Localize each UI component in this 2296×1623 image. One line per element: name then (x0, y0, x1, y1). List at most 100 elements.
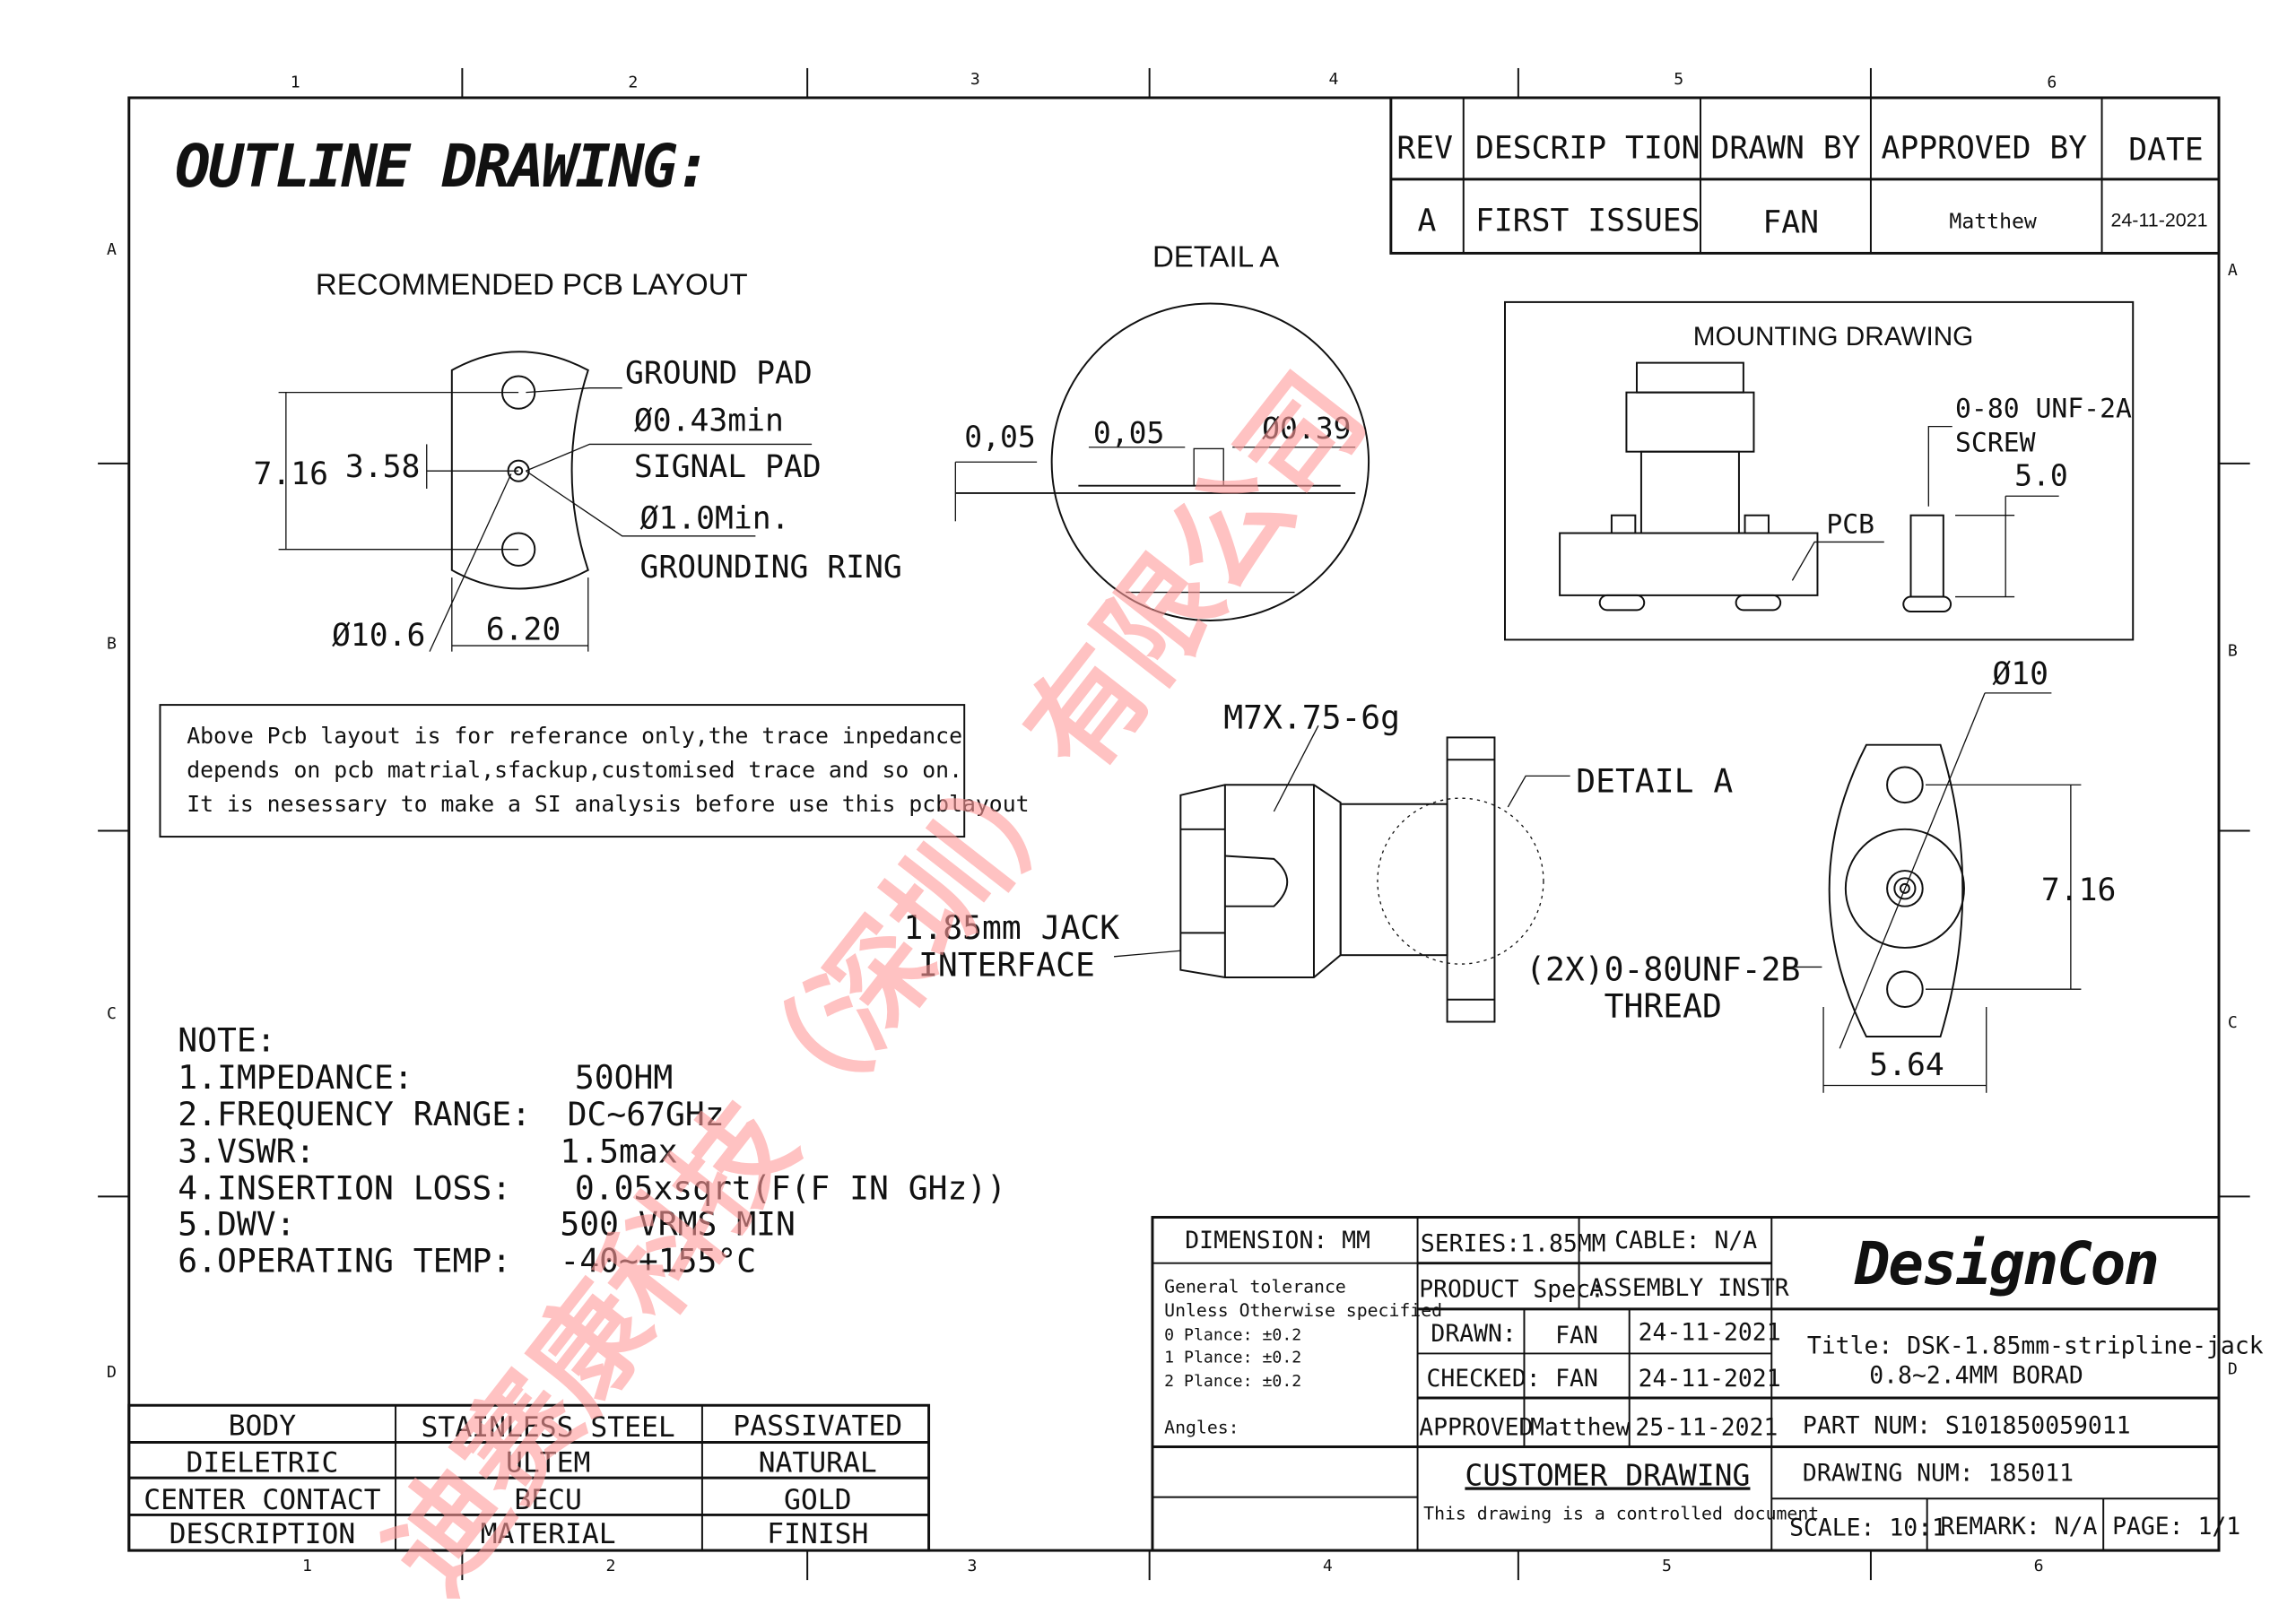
title-block-controlled: This drawing is a controlled document (1423, 1503, 1819, 1523)
notes-items-4-label: 5.DWV: (178, 1204, 295, 1243)
notes-heading: NOTE: (178, 1021, 275, 1060)
connector-front-view: Ø10 7.16 5.64 (1822, 656, 2116, 1093)
title-block-angles: Angles: (1164, 1418, 1239, 1438)
title-block-title1: Title: DSK-1.85mm-stripline-jack (1807, 1332, 2264, 1359)
pcb-layout-dim-358: 3.58 (345, 449, 421, 485)
materials-rows-0-0: BODY (229, 1410, 297, 1442)
mounting-drawing: MOUNTING DRAWING 0-80 UNF-2A SCREW 5.0 P… (1504, 300, 2135, 641)
title-block-checked-0: CHECKED: (1426, 1365, 1540, 1393)
title-block-tolerance-3: 1 Plance: ±0.2 (1164, 1348, 1301, 1367)
notes-items-0-label: 1.IMPEDANCE: (178, 1058, 413, 1097)
title-block-series: SERIES:1.85MM (1421, 1229, 1606, 1257)
materials-rows-1-2: NATURAL (759, 1447, 877, 1480)
title-block-tolerance-4: 2 Plance: ±0.2 (1164, 1372, 1301, 1391)
detail-a-dim2: 0,05 (1093, 415, 1165, 450)
notes-items-1-value: DC~67GHz (568, 1095, 725, 1133)
title-block-page: PAGE: 1/1 (2112, 1513, 2240, 1541)
zones-rows-1: B (107, 634, 117, 653)
title-block-part-num: PART NUM: S101850059011 (1803, 1412, 2131, 1440)
title-block-approved-0: APPROVED (1419, 1413, 1533, 1441)
front-view-h: 7.16 (2041, 872, 2116, 908)
pcb-layout-ground-pad: GROUND PAD (625, 356, 813, 392)
zones-cols-3: 4 (1328, 70, 1338, 89)
zones-cols-0: 1 (291, 73, 300, 91)
front-view-w: 5.64 (1869, 1047, 1944, 1083)
title-block-checked-1: FAN (1555, 1365, 1598, 1393)
notes-items-4-value: 500 VRMS MIN (560, 1204, 795, 1243)
title-block-tolerance-0: General tolerance (1164, 1277, 1346, 1298)
title-block-assembly: ASSEMBLY INSTR (1589, 1274, 1789, 1302)
materials-rows-2-0: CENTER CONTACT (144, 1484, 380, 1516)
rev-value: A (1418, 204, 1437, 239)
notes-items-3-label: 4.INSERTION LOSS: (178, 1169, 511, 1208)
zones-rows-2: C (107, 1004, 117, 1023)
side-view-detail: DETAIL A (1576, 762, 1733, 801)
page-title: OUTLINE DRAWING: (175, 132, 711, 201)
zones-cols-0: 1 (302, 1557, 312, 1575)
title-block-checked-2: 24-11-2021 (1639, 1365, 1781, 1393)
materials-rows-0-1: STAINLESS STEEL (422, 1411, 675, 1444)
zones-rows-3: D (2228, 1360, 2238, 1379)
mounting-dim: 5.0 (2014, 458, 2068, 493)
title-block-drawn-1: FAN (1555, 1322, 1598, 1350)
side-view-jack1: 1.85mm JACK (904, 908, 1120, 947)
pcb-layout-ring-dia: Ø1.0Min. (640, 501, 790, 537)
zones-rows-3: D (107, 1363, 117, 1382)
zones-cols-1: 2 (606, 1557, 616, 1575)
zones-cols-3: 4 (1323, 1557, 1333, 1575)
zones-cols-5: 6 (2034, 1557, 2044, 1575)
zones-cols-1: 2 (628, 73, 638, 91)
side-view-thread-note2: THREAD (1605, 987, 1722, 1026)
front-view-dia: Ø10 (1992, 656, 2048, 692)
zones-rows-0: A (2228, 261, 2238, 280)
approved-by-value: Matthew (1949, 210, 2036, 233)
notes-items-2-label: 3.VSWR: (178, 1132, 315, 1170)
pcb-layout-view: RECOMMENDED PCB LAYOUT GROUND PAD Ø0.43m… (254, 268, 902, 654)
title-block-drawing-num: DRAWING NUM: 185011 (1803, 1459, 2074, 1487)
notes-items-0-value: 50OHM (575, 1058, 673, 1097)
zones-rows-0: A (107, 240, 117, 259)
zones-rows-2: C (2228, 1013, 2238, 1032)
connector-side-view: M7X.75-6g DETAIL A 1.85mm JACK INTERFACE… (904, 699, 1822, 1026)
zones-cols-2: 3 (970, 70, 980, 89)
title-block-product-spec: PRODUCT Spec: (1419, 1276, 1605, 1304)
title-block-drawn-0: DRAWN: (1431, 1320, 1516, 1348)
zones-rows-1: B (2228, 642, 2238, 661)
title-block-tolerance-1: Unless Otherwise specified (1164, 1300, 1442, 1321)
mounting-title: MOUNTING DRAWING (1693, 322, 1974, 352)
pcb-layout-dim-716: 7.16 (254, 456, 329, 492)
title-block-dimension: DIMENSION: MM (1185, 1227, 1370, 1254)
drawn-by-header: DRAWN BY (1711, 131, 1861, 167)
pcb-layout-dim-620: 6.20 (486, 612, 561, 647)
description-value: FIRST ISSUES (1475, 204, 1700, 239)
title-block-approved-2: 25-11-2021 (1635, 1413, 1778, 1441)
notes-items-5-value: -40~+155°C (560, 1242, 756, 1280)
zones-cols-4: 5 (1662, 1557, 1672, 1575)
materials-rows-3-2: FINISH (767, 1518, 868, 1550)
company-logo: DesignCon (1854, 1229, 2160, 1298)
electrical-notes: NOTE: 1.IMPEDANCE: 50OHM 2.FREQUENCY RANG… (178, 1021, 1006, 1280)
mounting-pcb: PCB (1826, 509, 1874, 541)
materials-rows-1-1: ULTEM (506, 1447, 590, 1480)
title-block: DIMENSION: MM SERIES:1.85MM CABLE: N/A P… (1151, 1216, 2264, 1552)
materials-rows-2-2: GOLD (784, 1484, 852, 1516)
materials-rows-1-0: DIELETRIC (186, 1447, 338, 1480)
pcb-layout-title: RECOMMENDED PCB LAYOUT (316, 268, 748, 301)
date-value: 24-11-2021 (2110, 210, 2207, 231)
pcb-layout-ground-pad-dia: Ø0.43min (634, 404, 784, 439)
pcb-layout-signal-pad: SIGNAL PAD (634, 449, 822, 485)
pcb-note-box: Above Pcb layout is for referance only,t… (159, 704, 1030, 838)
mounting-screw2: SCREW (1955, 428, 2036, 459)
note-box-1: depends on pcb matrial,sfackup,customise… (187, 757, 962, 783)
notes-items-2-value: 1.5max (560, 1132, 677, 1170)
title-block-scale: SCALE: 10:1 (1789, 1515, 1946, 1542)
title-block-customer: CUSTOMER DRAWING (1465, 1457, 1750, 1492)
date-header: DATE (2128, 132, 2204, 168)
pcb-layout-dim-106: Ø10.6 (332, 618, 425, 654)
notes-items-1-label: 2.FREQUENCY RANGE: (178, 1095, 531, 1133)
note-box-2: It is nesessary to make a SI analysis be… (187, 791, 1029, 817)
drawn-by-value: FAN (1762, 204, 1819, 240)
